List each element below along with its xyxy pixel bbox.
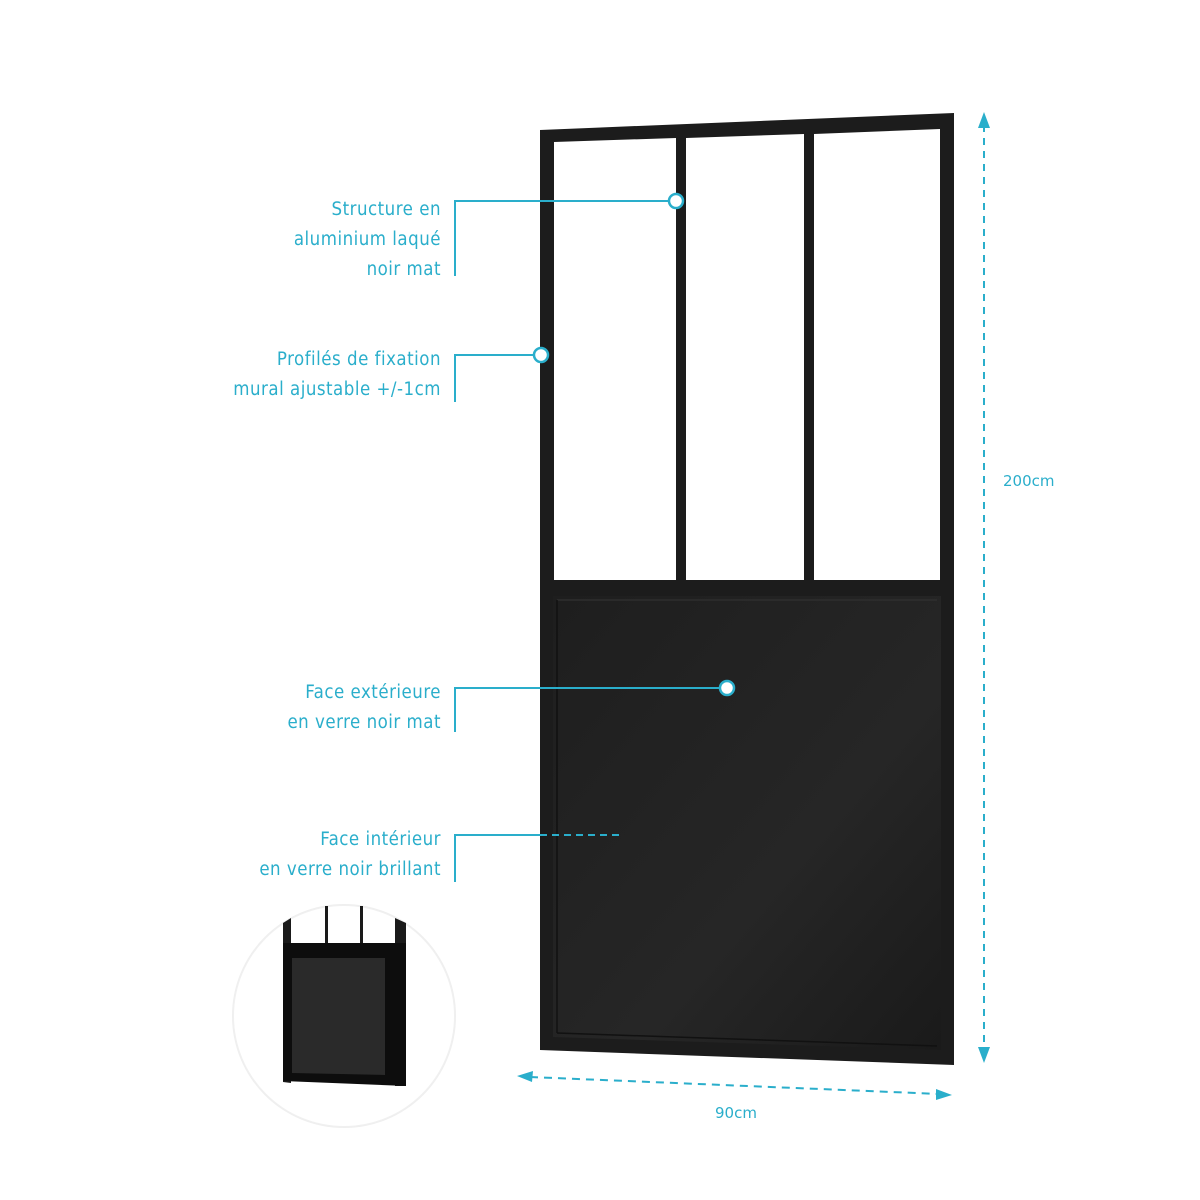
detail-inset — [232, 904, 456, 1128]
door-frame — [540, 113, 954, 1065]
callout-leader-face-ext — [454, 679, 736, 732]
callout-face-interieur: Face intérieur en verre noir brillant — [259, 825, 441, 885]
callout-leader-face-int — [454, 834, 622, 882]
callout-face-ext-line-2: en verre noir mat — [287, 712, 441, 733]
callout-profiles-line-1: Profilés de fixation — [276, 349, 441, 370]
callout-face-exterieure: Face extérieure en verre noir mat — [287, 678, 441, 738]
callout-structure-line-2: aluminium laqué — [293, 229, 441, 250]
callout-profiles: Profilés de fixation mural ajustable +/-… — [233, 345, 441, 405]
callout-face-int-line-1: Face intérieur — [320, 829, 441, 850]
width-dimension-line — [517, 1071, 952, 1100]
callout-leader-structure — [454, 192, 685, 276]
callout-leader-profiles — [454, 346, 550, 402]
callout-structure-line-3: noir mat — [366, 259, 441, 280]
callout-structure: Structure en aluminium laqué noir mat — [294, 195, 441, 285]
callout-structure-line-1: Structure en — [331, 199, 441, 220]
callout-face-ext-line-1: Face extérieure — [305, 682, 441, 703]
height-dimension-line — [978, 112, 990, 1063]
height-dimension-label: 200cm — [1003, 472, 1055, 490]
callout-profiles-line-2: mural ajustable +/-1cm — [233, 379, 441, 400]
width-dimension-label: 90cm — [715, 1104, 757, 1122]
callout-face-int-line-2: en verre noir brillant — [259, 859, 441, 880]
